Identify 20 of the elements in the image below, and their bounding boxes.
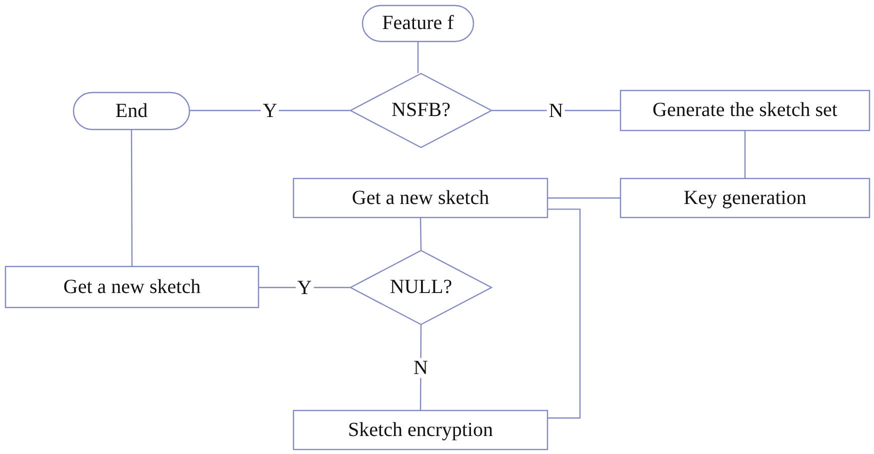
edge-label: N <box>412 358 430 378</box>
node-label: Get a new sketch <box>352 186 490 210</box>
connector-line <box>130 130 133 266</box>
connector-line <box>492 110 620 112</box>
connector-line <box>548 197 620 199</box>
connector-line <box>548 208 581 419</box>
node-label: NULL? <box>390 276 452 299</box>
connector-line <box>420 218 422 250</box>
connector-line <box>190 110 350 112</box>
node-label: End <box>115 100 148 122</box>
connector-line <box>420 325 422 410</box>
connector-line <box>417 42 419 73</box>
node-label: NSFB? <box>392 99 450 122</box>
node-label: Get a new sketch <box>63 276 201 298</box>
connector-line <box>259 286 350 288</box>
node-label: Key generation <box>684 186 806 210</box>
node-label: Sketch encryption <box>348 418 493 442</box>
node-label: Generate the sketch set <box>652 99 838 122</box>
connector-line <box>744 131 746 178</box>
node-label: Feature f <box>382 12 454 35</box>
